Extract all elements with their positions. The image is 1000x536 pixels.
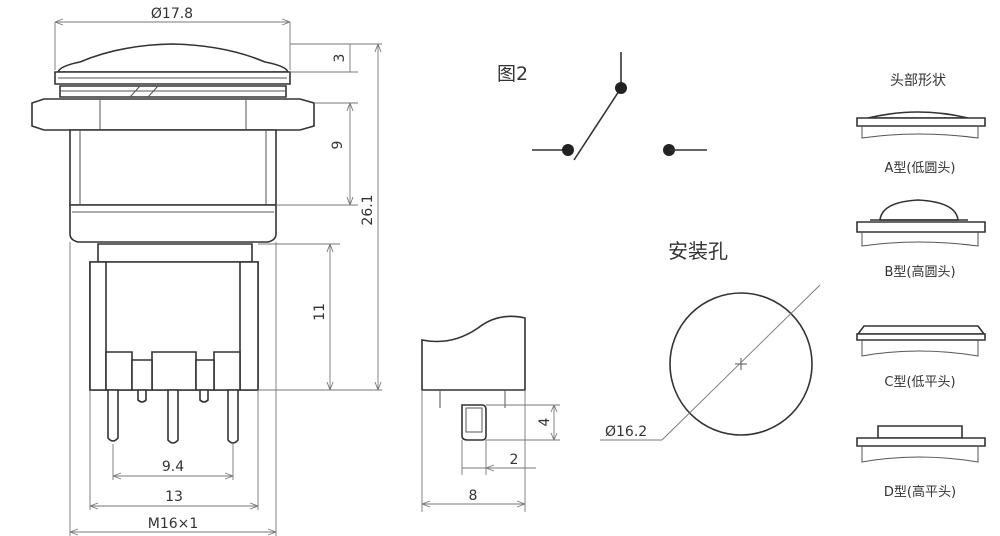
head-shapes-title: 头部形状 <box>890 73 946 89</box>
terminal-pin <box>167 389 179 444</box>
dim-thread: M16×1 <box>148 516 199 532</box>
head-shape-d-label: D型(高平头) <box>884 484 956 500</box>
dim-side-width: 8 <box>469 488 478 504</box>
mounting-hole-label: 安装孔 <box>668 239 728 263</box>
head-shape-d: D型(高平头) <box>856 425 986 500</box>
hex-nut <box>31 98 315 131</box>
front-view <box>31 43 315 444</box>
base-block <box>97 243 253 263</box>
head-shape-c: C型(低平头) <box>856 325 986 390</box>
figure-label: 图2 <box>497 63 528 85</box>
switch-body <box>69 129 277 206</box>
dim-body-height: 9 <box>330 141 346 150</box>
dim-terminal-height: 11 <box>312 303 328 321</box>
dim-terminal-pitch: 9.4 <box>162 459 184 475</box>
mounting-hole: 安装孔 Ø16.2 <box>600 239 821 441</box>
terminal-pin <box>107 389 119 442</box>
front-dimensions: Ø17.8 3 9 26.1 11 9.4 13 <box>54 6 382 536</box>
dim-total-height: 26.1 <box>360 194 376 225</box>
dim-hole-diameter: Ø16.2 <box>605 424 647 440</box>
side-view: 4 2 8 <box>421 315 560 512</box>
dim-cap-height: 3 <box>332 54 348 63</box>
dim-side-offset: 2 <box>510 452 519 468</box>
head-shapes: 头部形状 A型(低圆头) B型(高圆头) C型(低平头) <box>856 73 986 500</box>
terminal-pin <box>227 389 239 444</box>
head-shape-a-label: A型(低圆头) <box>884 161 955 176</box>
dim-side-height: 4 <box>537 417 553 426</box>
dome-cap <box>56 43 290 73</box>
head-shape-a: A型(低圆头) <box>856 111 986 176</box>
terminal-pin <box>137 389 147 403</box>
switch-schematic: 图2 <box>497 52 707 161</box>
head-shape-b: B型(高圆头) <box>856 199 986 280</box>
terminal-pin <box>199 389 209 403</box>
dim-body-width: 13 <box>165 489 183 505</box>
thread-band <box>69 204 277 243</box>
dim-head-diameter: Ø17.8 <box>151 6 193 22</box>
head-shape-b-label: B型(高圆头) <box>884 264 955 280</box>
head-shape-c-label: C型(低平头) <box>884 375 955 390</box>
